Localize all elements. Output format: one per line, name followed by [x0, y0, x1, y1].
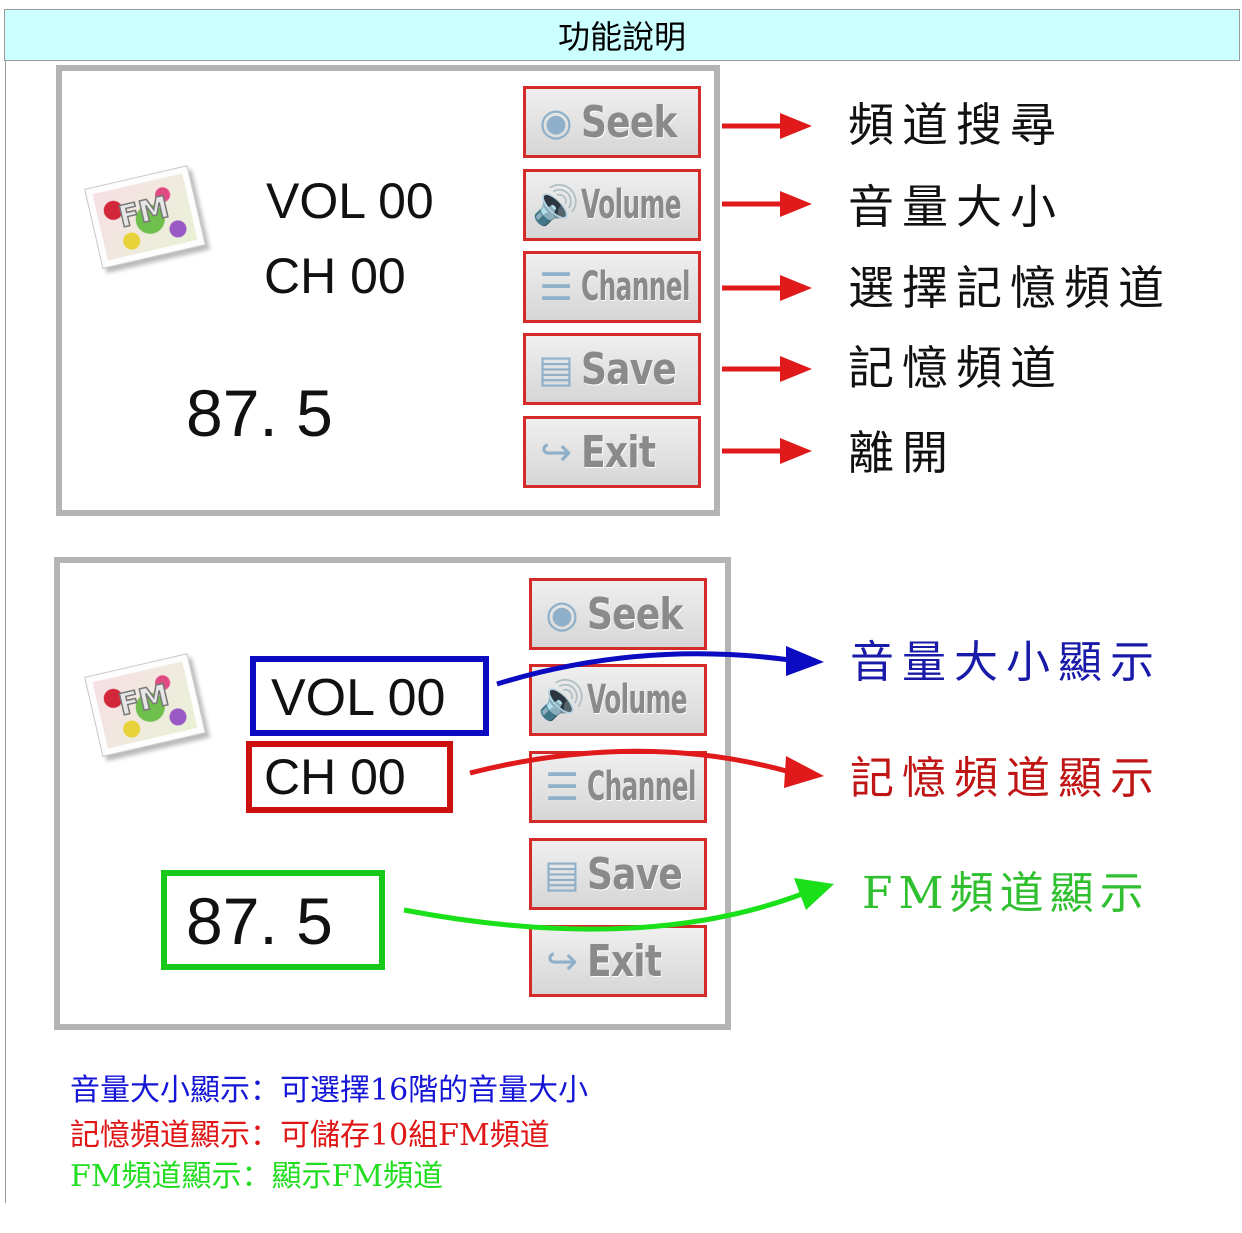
save-disk-icon: ▤ [538, 347, 574, 391]
label-channel-function: 選擇記憶頻道 [848, 261, 1172, 315]
channel-readout: CH 00 [264, 248, 406, 304]
exit-button-label: Exit [581, 426, 656, 478]
save-button[interactable]: ▤ Save [523, 333, 701, 405]
channel-button-label: Channel [581, 264, 691, 310]
volume-button[interactable]: 🔊 Volume [523, 169, 701, 241]
label-seek-function: 頻道搜尋 [848, 98, 1064, 152]
top-arrows [722, 113, 812, 464]
radio-tower-icon: ◉ [545, 592, 579, 636]
arrow-volume [722, 191, 812, 217]
seek-button[interactable]: ◉ Seek [529, 578, 707, 650]
exit-arrow-icon: ↪ [546, 939, 578, 983]
speaker-icon: 🔊 [538, 677, 586, 722]
label-save-function: 記憶頻道 [848, 341, 1064, 395]
save-button[interactable]: ▤ Save [529, 838, 707, 910]
seek-button[interactable]: ◉ Seek [523, 86, 701, 158]
note-frequency: FM頻道顯示：顯示FM頻道 [70, 1159, 444, 1194]
volume-readout: VOL 00 [271, 669, 446, 727]
arrow-seek [722, 113, 812, 139]
arrow-save [722, 356, 812, 382]
section-header: 功能說明 [4, 9, 1240, 61]
channel-list-icon: ☰ [544, 765, 580, 809]
volume-button-label: Volume [581, 182, 682, 228]
label-volume-display: 音量大小顯示 [850, 637, 1162, 688]
label-exit-function: 離開 [848, 426, 956, 480]
channel-button-label: Channel [587, 764, 697, 810]
label-frequency-display: FM頻道顯示 [862, 868, 1150, 919]
channel-button[interactable]: ☰ Channel [529, 751, 707, 823]
label-volume-function: 音量大小 [848, 180, 1064, 234]
channel-button[interactable]: ☰ Channel [523, 251, 701, 323]
volume-button-label: Volume [587, 677, 688, 723]
arrow-exit [722, 438, 812, 464]
frequency-readout: 87. 5 [186, 376, 333, 450]
save-button-label: Save [587, 848, 683, 900]
save-disk-icon: ▤ [544, 852, 580, 896]
frequency-readout: 87. 5 [186, 884, 333, 958]
label-channel-display: 記憶頻道顯示 [850, 753, 1162, 804]
note-volume: 音量大小顯示：可選擇16階的音量大小 [70, 1073, 589, 1108]
volume-readout: VOL 00 [266, 173, 434, 229]
volume-button[interactable]: 🔊 Volume [529, 664, 707, 736]
save-button-label: Save [581, 343, 677, 395]
exit-button-label: Exit [587, 935, 662, 987]
page-left-border [5, 61, 6, 1203]
seek-button-label: Seek [587, 588, 683, 640]
seek-button-label: Seek [581, 96, 677, 148]
channel-readout: CH 00 [264, 749, 406, 805]
arrow-channel [722, 275, 812, 301]
speaker-icon: 🔊 [532, 182, 580, 227]
section-title: 功能說明 [557, 18, 686, 56]
exit-button[interactable]: ↪ Exit [529, 925, 707, 997]
volume-highlight-box [250, 656, 489, 736]
frequency-highlight-box [161, 870, 385, 970]
note-channel: 記憶頻道顯示：可儲存10組FM頻道 [70, 1118, 550, 1153]
channel-highlight-box [246, 741, 453, 813]
radio-tower-icon: ◉ [539, 100, 573, 144]
channel-list-icon: ☰ [538, 265, 574, 309]
exit-arrow-icon: ↪ [540, 430, 572, 474]
exit-button[interactable]: ↪ Exit [523, 416, 701, 488]
